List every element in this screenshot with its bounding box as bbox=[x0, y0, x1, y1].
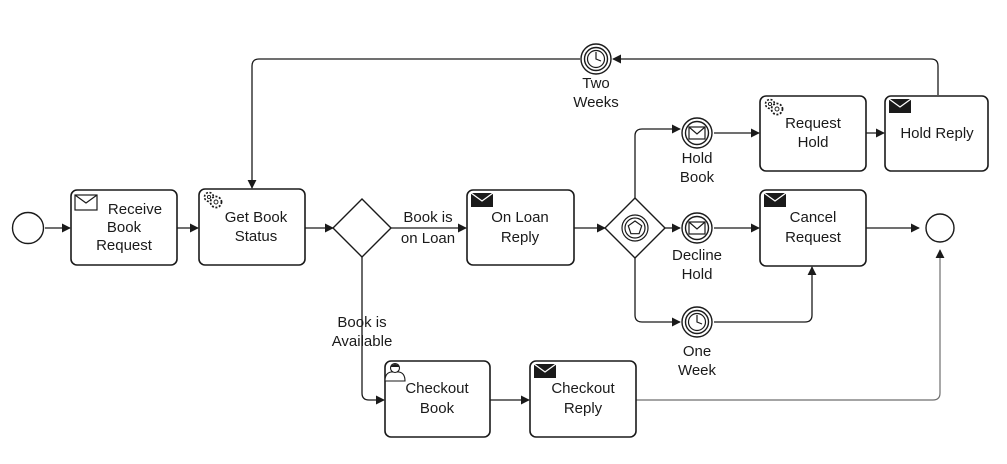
two-weeks-label-line-1: Two bbox=[582, 75, 610, 92]
task-checkout-book[interactable]: Checkout Book bbox=[384, 360, 491, 438]
event-based-gateway[interactable] bbox=[604, 197, 666, 259]
gear-icon bbox=[764, 98, 784, 116]
envelope-filled-icon bbox=[763, 192, 787, 207]
message-event-decline-hold[interactable] bbox=[681, 212, 713, 244]
end-event[interactable] bbox=[925, 213, 955, 243]
start-event[interactable] bbox=[11, 211, 45, 245]
gear-icon bbox=[203, 191, 223, 209]
task-label-line: Status bbox=[235, 228, 278, 245]
timer-event-one-week[interactable] bbox=[681, 306, 713, 338]
message-event-hold-book[interactable] bbox=[681, 117, 713, 149]
task-label-line: Request bbox=[785, 229, 842, 246]
flow-gateway-to-checkout-book bbox=[361, 256, 385, 405]
clock-icon bbox=[586, 49, 606, 69]
flow-two-weeks-to-status bbox=[247, 58, 580, 189]
task-label-line: Checkout bbox=[551, 380, 615, 397]
flow-label-available-line-1: Book is bbox=[337, 314, 386, 331]
flow-checkout-reply-to-end bbox=[636, 249, 945, 401]
exclusive-gateway-book-check[interactable] bbox=[332, 198, 392, 258]
envelope-outline-icon bbox=[688, 221, 706, 235]
task-cancel-request[interactable]: Cancel Request bbox=[759, 189, 867, 267]
task-label-line: Reply bbox=[564, 400, 603, 417]
two-weeks-label-line-2: Weeks bbox=[573, 94, 619, 111]
decline-hold-label-line-1: Decline bbox=[672, 247, 722, 264]
clock-icon bbox=[687, 312, 707, 332]
flow-label-available-line-2: Available bbox=[332, 333, 393, 350]
sequence-flows bbox=[45, 54, 945, 405]
task-get-book-status[interactable]: Get Book Status bbox=[198, 188, 306, 266]
one-week-label-line-2: Week bbox=[678, 362, 717, 379]
flow-label-on-loan-line-2: on Loan bbox=[401, 230, 455, 247]
envelope-outline-icon bbox=[74, 194, 98, 211]
task-checkout-reply[interactable]: Checkout Reply bbox=[529, 360, 637, 438]
task-label-line: Book bbox=[420, 400, 455, 417]
decline-hold-label-line-2: Hold bbox=[682, 266, 713, 283]
task-label-line: Get Book bbox=[225, 209, 288, 226]
flow-label-on-loan-line-1: Book is bbox=[403, 209, 452, 226]
task-label-line: Reply bbox=[501, 229, 540, 246]
task-label-line: Book bbox=[107, 219, 142, 236]
task-receive-book-request[interactable]: Receive Book Request bbox=[70, 189, 178, 266]
task-label-line: Cancel bbox=[790, 209, 837, 226]
one-week-label-line-1: One bbox=[683, 343, 711, 360]
envelope-outline-icon bbox=[688, 126, 706, 140]
task-label-line: Checkout bbox=[405, 380, 469, 397]
envelope-filled-icon bbox=[470, 192, 494, 207]
task-request-hold[interactable]: Request Hold bbox=[759, 95, 867, 172]
task-label-line: Request bbox=[785, 115, 842, 132]
flow-event-gateway-to-one-week bbox=[634, 258, 681, 327]
pentagon-icon bbox=[627, 220, 643, 235]
flow-one-week-to-cancel bbox=[714, 266, 817, 323]
envelope-filled-icon bbox=[533, 363, 557, 378]
task-label-line: Request bbox=[96, 237, 153, 254]
task-label-line: Receive bbox=[108, 201, 162, 218]
timer-event-two-weeks[interactable] bbox=[580, 43, 612, 75]
task-label-line: Hold bbox=[798, 134, 829, 151]
task-hold-reply[interactable]: Hold Reply bbox=[884, 95, 989, 172]
hold-book-label-line-2: Book bbox=[680, 169, 715, 186]
task-label-line: Hold Reply bbox=[900, 125, 974, 142]
task-on-loan-reply[interactable]: On Loan Reply bbox=[466, 189, 575, 266]
hold-book-label-line-1: Hold bbox=[682, 150, 713, 167]
flow-hold-reply-loop-back bbox=[612, 54, 939, 95]
user-icon bbox=[384, 362, 406, 382]
envelope-filled-icon bbox=[888, 98, 912, 113]
flow-event-gateway-to-hold-book bbox=[634, 124, 681, 198]
task-label-line: On Loan bbox=[491, 209, 549, 226]
